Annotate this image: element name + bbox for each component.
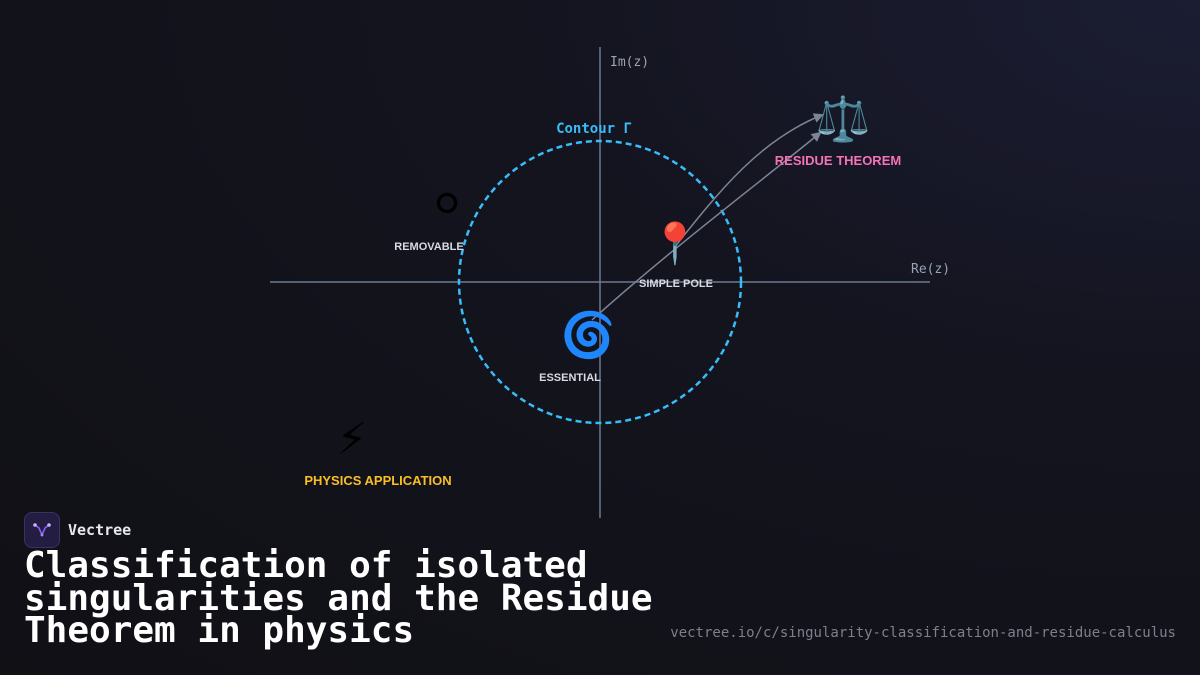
contour-circle: [457, 139, 743, 425]
pushpin-icon: 📍: [650, 220, 700, 267]
white-circle-icon: ⚪: [429, 179, 466, 230]
brand-name: Vectree: [68, 521, 132, 539]
brand: Vectree: [24, 512, 131, 548]
source-url[interactable]: vectree.io/c/singularity-classification-…: [670, 625, 1176, 641]
real-axis-label: Re(z): [911, 262, 950, 277]
contour-label: Contour Γ: [556, 121, 632, 137]
arrow-simple-pole-to-residue: [673, 113, 824, 249]
residue-theorem-label: RESIDUE THEOREM: [775, 153, 901, 168]
balance-scale-icon: ⚖️: [816, 94, 871, 145]
vectree-logo-icon: [24, 512, 60, 548]
page-title: Classification of isolated singularities…: [24, 545, 653, 651]
arrow-essential-to-residue: [591, 131, 822, 321]
removable-label: REMOVABLE: [394, 241, 463, 253]
lightning-icon: ⚡: [337, 414, 368, 465]
essential-label: ESSENTIAL: [539, 372, 601, 384]
imaginary-axis-label: Im(z): [610, 55, 649, 70]
physics-application-label: PHYSICS APPLICATION: [304, 473, 451, 488]
simple-pole-label: SIMPLE POLE: [639, 278, 713, 290]
cyclone-icon: 🌀: [561, 308, 616, 361]
